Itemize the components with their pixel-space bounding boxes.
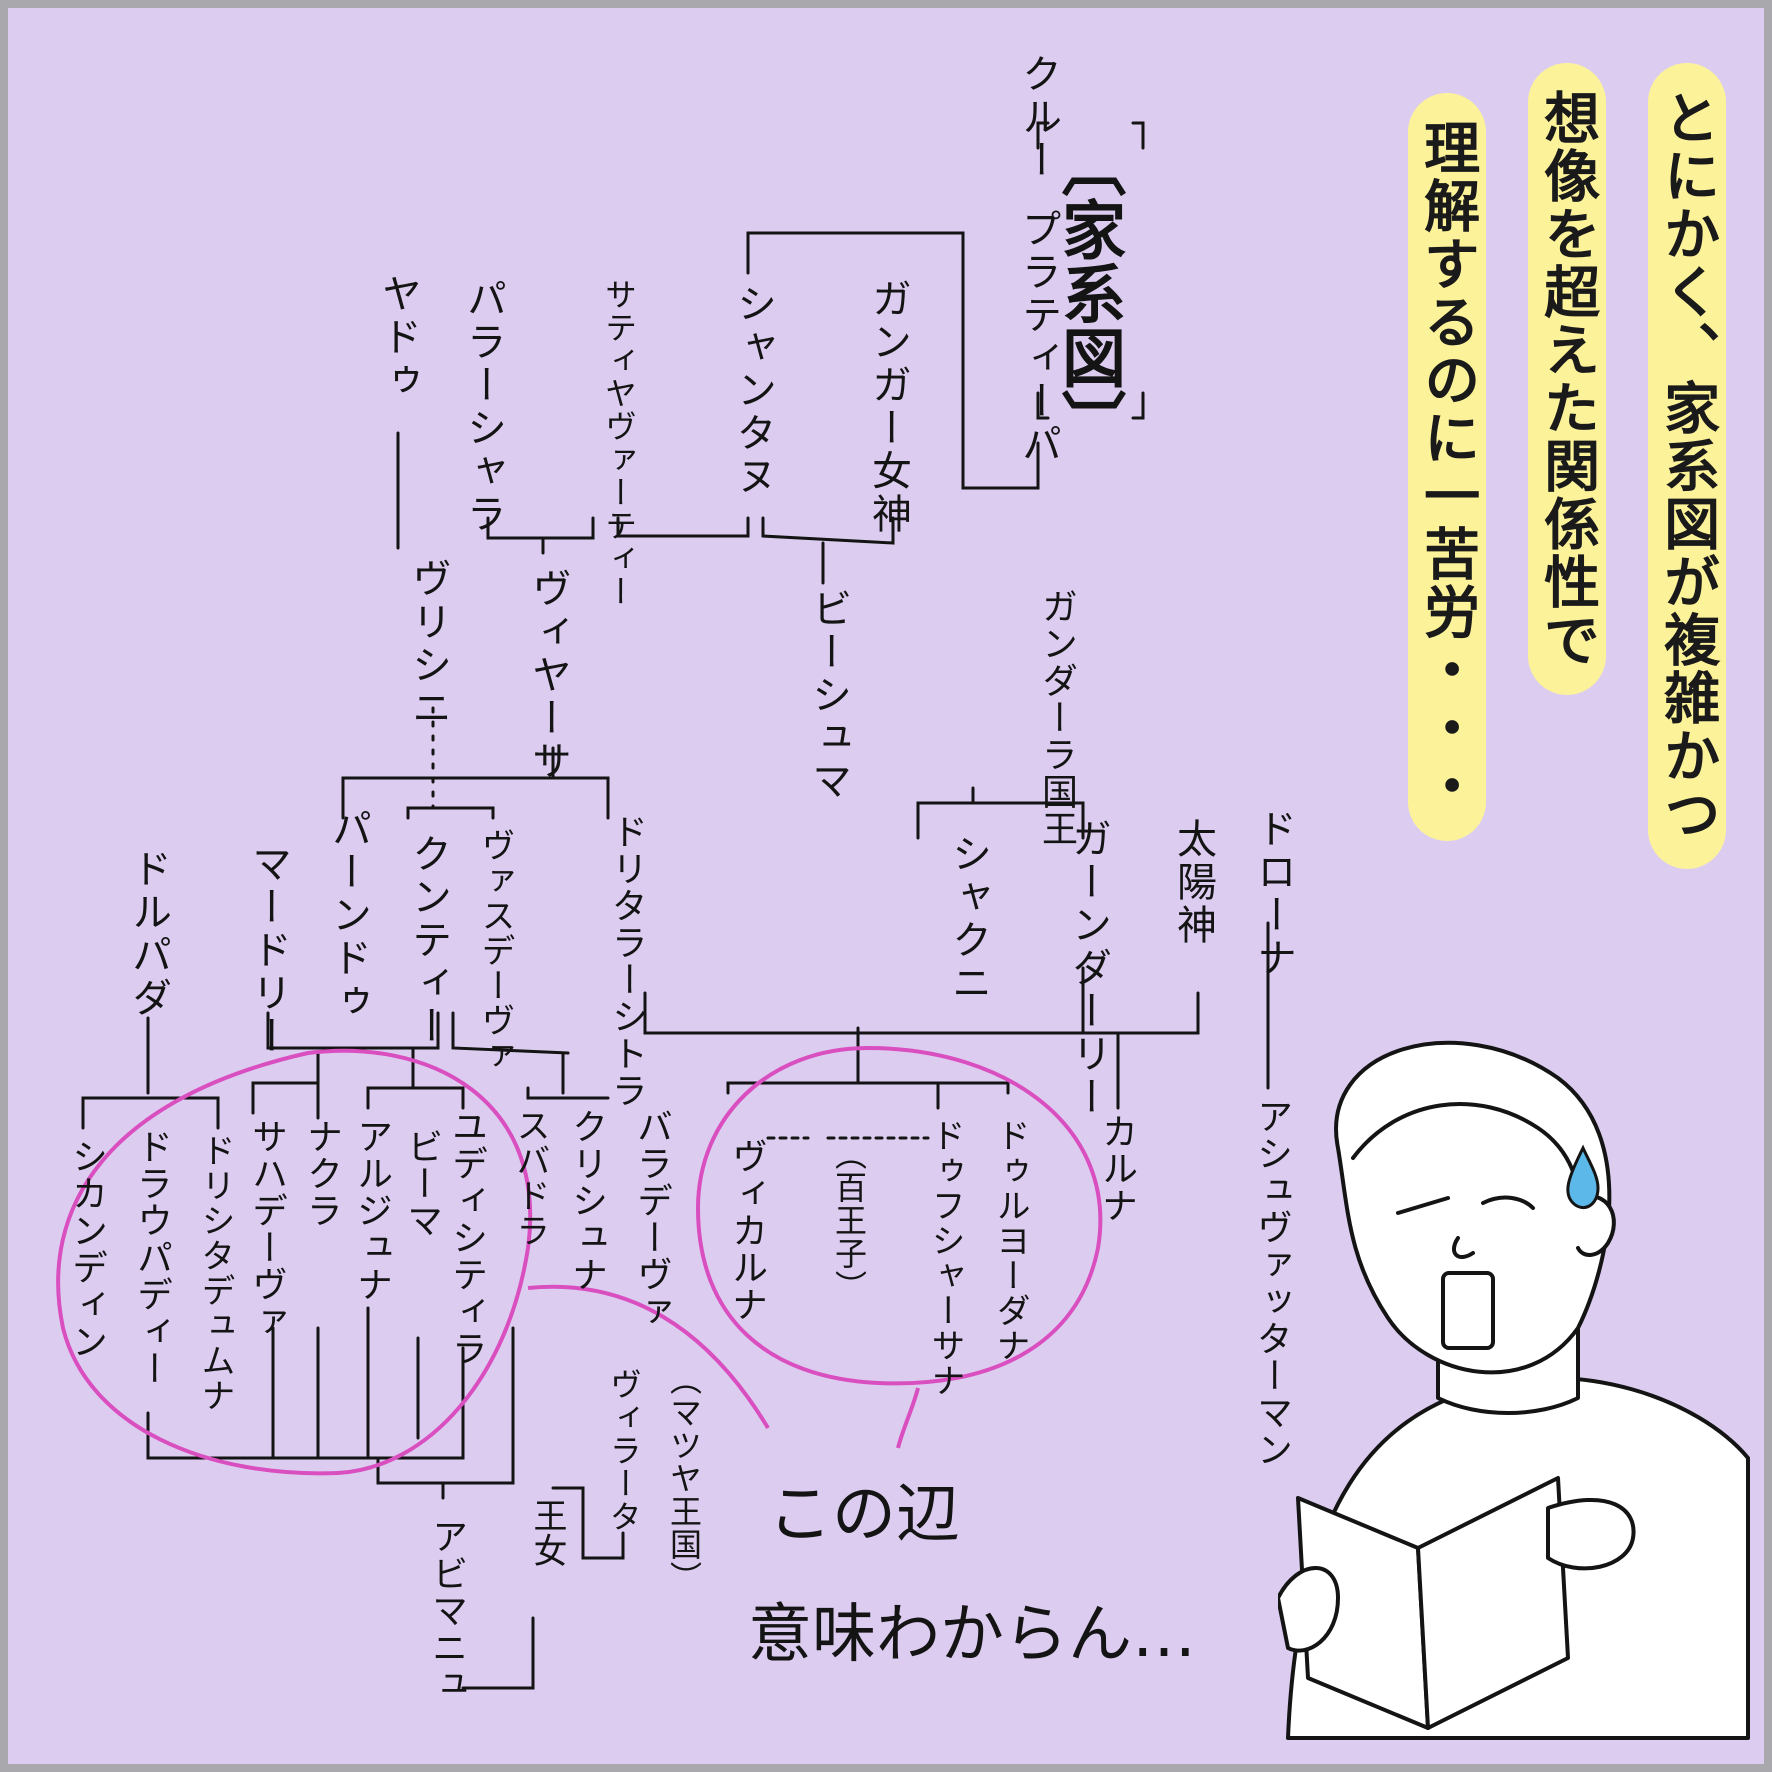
reader-illustration: [1278, 1040, 1750, 1740]
name-ashwatthama: アシュヴァッターマン: [1251, 1098, 1292, 1468]
left-hand: [1278, 1566, 1340, 1653]
head: [1334, 1040, 1612, 1375]
name-pandu: パーンドゥ: [325, 808, 371, 1023]
name-kunti: クンティー: [405, 833, 451, 1048]
annotation-line-2: 意味わからん…: [748, 1598, 1196, 1672]
name-abhimanyu: アビマニュ: [426, 1518, 467, 1703]
name-nakula: ナクラ: [301, 1118, 342, 1229]
name-gandhara-king: ガンダーラ国王: [1036, 588, 1077, 847]
name-shakuni: シャクニ: [945, 833, 991, 1005]
name-princess: 王女: [527, 1498, 567, 1568]
annotation-line-1: この辺: [768, 1478, 960, 1552]
book-right: [1416, 1476, 1570, 1730]
name-virata: ヴィラータ: [605, 1368, 643, 1533]
name-subhadra: スバドラ: [510, 1108, 550, 1248]
mouth: [1441, 1271, 1495, 1350]
family-tree-lines: [56, 121, 1270, 1690]
name-vrishni: ヴリシニ: [405, 558, 451, 730]
name-bhishma: ビーシュマ: [805, 588, 851, 803]
name-drona: ドローナ: [1250, 808, 1296, 980]
name-yudhishthira: ユディシティラ: [446, 1108, 487, 1367]
name-drupada: ドルパダ: [125, 848, 171, 1020]
name-ganga: ガンガー女神: [865, 278, 911, 536]
name-draupadi: ドラウパディー: [131, 1128, 172, 1387]
name-kuru: クルー: [1015, 53, 1061, 182]
name-sahadeva: サハデーヴァ: [246, 1118, 287, 1340]
name-parashara: パラーシャラ: [460, 278, 506, 536]
name-balarama: バラデーヴァ: [631, 1108, 672, 1330]
name-shikhandin: シカンディン: [66, 1138, 107, 1360]
name-hundred-princes: （百王子）: [830, 1138, 868, 1303]
right-eye: [1481, 1195, 1535, 1210]
name-yadu: ヤドゥ: [375, 273, 421, 402]
caption-1: とにかく、家系図が複雑かつ: [1648, 63, 1726, 869]
name-matsya: （マツヤ王国）: [665, 1363, 703, 1594]
nose: [1452, 1236, 1475, 1259]
name-arjuna: アルジュナ: [351, 1118, 392, 1303]
page-title: 〔家系図〕: [1051, 133, 1125, 453]
name-dhritarashtra: ドリタラーシトラ: [606, 813, 647, 1109]
name-vasudeva: ヴァスデーヴァ: [475, 828, 515, 1073]
ear: [1576, 1194, 1616, 1257]
caption-3: 理解するのに一苦労・・・: [1408, 93, 1486, 841]
name-krishna: クリシュナ: [566, 1108, 607, 1293]
caption-2: 想像を超えた関係性で: [1528, 63, 1606, 695]
name-duryodhana: ドゥルヨーダナ: [990, 1118, 1030, 1363]
name-vyasa: ヴィヤーサ: [525, 568, 571, 783]
name-gandhari: ガーンダーリー: [1065, 818, 1111, 1119]
name-surya: 太陽神: [1170, 818, 1216, 947]
name-dushasana: ドゥフシャーサナ: [925, 1118, 965, 1398]
left-eye: [1396, 1196, 1450, 1215]
name-shantanu: シャンタヌ: [730, 283, 776, 498]
name-dhrishtadyumna: ドリシタデュムナ: [195, 1133, 235, 1413]
name-satyavati: サティヤヴァーティー: [600, 278, 638, 608]
name-karna: カルナ: [1096, 1113, 1137, 1224]
name-pratipa: プラティーパ: [1015, 208, 1061, 466]
right-hand: [1546, 1498, 1636, 1571]
name-vikarna: ヴィカルナ: [726, 1138, 767, 1323]
sweat-drop-icon: [1566, 1144, 1600, 1209]
name-madri: マードリー: [245, 843, 291, 1058]
name-bhima: ビーマ: [401, 1128, 442, 1239]
